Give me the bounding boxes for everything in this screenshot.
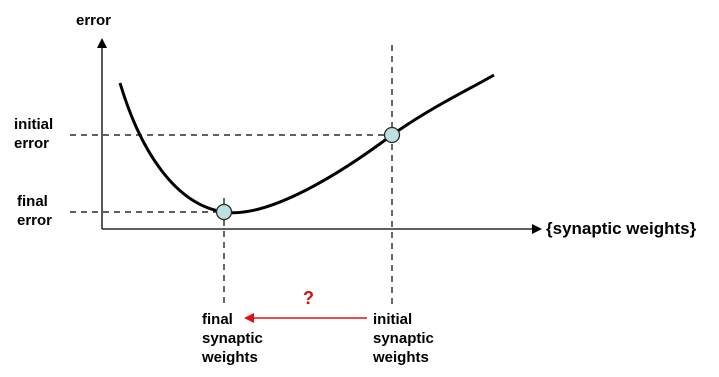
initial-error-label: initial error <box>14 116 54 152</box>
question-mark: ? <box>303 288 314 308</box>
initial-point-marker <box>383 126 401 144</box>
y-axis-label: error <box>76 12 112 29</box>
error-curve <box>118 73 495 215</box>
x-axis-label: {synaptic weights} <box>546 219 697 238</box>
minimum-point-marker <box>215 203 233 221</box>
final-weights-label: final synaptic weights <box>202 311 263 366</box>
final-error-label: final error <box>17 193 53 229</box>
initial-weights-label: initial synaptic weights <box>373 311 434 366</box>
